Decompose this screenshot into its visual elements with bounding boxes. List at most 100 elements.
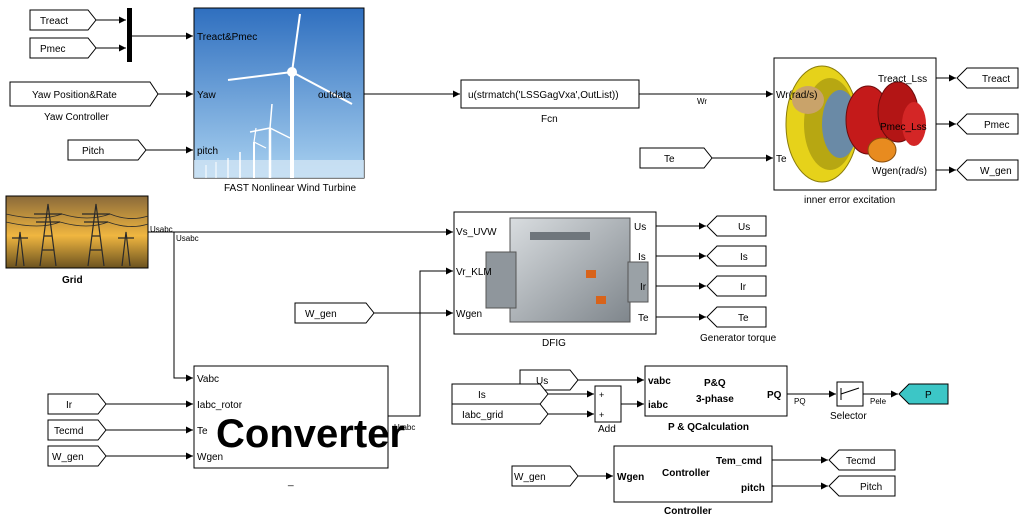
signal-wr: Wr	[697, 97, 707, 106]
inport-treact[interactable]: Treact	[29, 9, 97, 31]
svg-text:u(strmatch('LSSGagVxa',OutList: u(strmatch('LSSGagVxa',OutList))	[468, 90, 619, 101]
inport-is[interactable]: Is	[451, 383, 549, 405]
svg-text:Iabc_grid: Iabc_grid	[462, 410, 503, 421]
outport-te[interactable]: Te	[706, 306, 767, 328]
inport-iabc-grid[interactable]: Iabc_grid	[451, 403, 549, 425]
svg-text:Pmec_Lss: Pmec_Lss	[880, 122, 927, 133]
svg-text:Treact_Lss: Treact_Lss	[878, 74, 927, 85]
svg-text:W_gen: W_gen	[514, 472, 546, 483]
gearbox-block[interactable]: Wr(rad/s) Te Treact_Lss Pmec_Lss Wgen(ra…	[773, 57, 937, 191]
svg-text:Pitch: Pitch	[860, 482, 882, 493]
svg-text:Te: Te	[638, 313, 649, 324]
signal-usabc-2: Usabc	[176, 234, 199, 243]
svg-text:Treact&Pmec: Treact&Pmec	[197, 32, 257, 43]
gearbox-caption: inner error excitation	[804, 195, 895, 206]
inport-te[interactable]: Te	[639, 147, 713, 169]
svg-text:Us: Us	[738, 222, 750, 233]
dfig-block[interactable]: Vs_UVW Vr_KLM Wgen Us Is Ir Te	[453, 211, 657, 335]
svg-text:Iabc_rotor: Iabc_rotor	[197, 400, 243, 411]
svg-text:+: +	[599, 390, 604, 400]
svg-text:Controller: Controller	[662, 468, 710, 479]
svg-text:Yaw: Yaw	[197, 90, 216, 101]
svg-text:Treact: Treact	[40, 16, 68, 27]
grid-caption: Grid	[62, 275, 83, 286]
svg-text:pitch: pitch	[741, 483, 765, 494]
converter-caption: _	[287, 476, 294, 487]
outport-pitch[interactable]: Pitch	[828, 475, 896, 497]
inport-tecmd[interactable]: Tecmd	[47, 419, 107, 441]
wind-turbine-icon	[205, 13, 353, 178]
inport-pmec[interactable]: Pmec	[29, 37, 97, 59]
svg-text:W_gen: W_gen	[980, 166, 1012, 177]
selector-caption: Selector	[830, 411, 867, 422]
svg-text:Ir: Ir	[66, 400, 73, 411]
inport-w-gen-conv[interactable]: W_gen	[47, 445, 107, 467]
svg-text:W_gen: W_gen	[52, 452, 84, 463]
svg-text:Pmec: Pmec	[40, 44, 66, 55]
yaw-controller-block[interactable]: Yaw Position&Rate	[9, 81, 159, 107]
converter-title: Converter	[216, 412, 405, 456]
svg-text:Is: Is	[478, 390, 486, 401]
svg-text:Wr(rad/s): Wr(rad/s)	[776, 90, 817, 101]
inport-w-gen-dfig[interactable]: W_gen	[294, 302, 375, 324]
fast-caption: FAST Nonlinear Wind Turbine	[224, 183, 357, 194]
outport-us[interactable]: Us	[706, 215, 767, 237]
outport-is[interactable]: Is	[706, 245, 767, 267]
inport-w-gen-ctrl[interactable]: W_gen	[511, 465, 579, 487]
controller-caption: Controller	[664, 506, 712, 517]
signal-urabc: Urabc	[394, 423, 415, 432]
svg-text:Vabc: Vabc	[197, 374, 219, 385]
svg-text:pitch: pitch	[197, 146, 218, 157]
outport-p[interactable]: P	[898, 383, 949, 405]
fast-wind-turbine-block[interactable]: Treact&Pmec Yaw pitch outdata	[193, 7, 365, 179]
svg-text:outdata: outdata	[318, 90, 352, 101]
mux-bar[interactable]	[127, 8, 132, 62]
svg-text:PQ: PQ	[767, 390, 782, 401]
yaw-controller-caption: Yaw Controller	[44, 112, 110, 123]
pq-caption: P & QCalculation	[668, 422, 749, 433]
dfig-caption: DFIG	[542, 338, 566, 349]
signal-pq: PQ	[794, 397, 806, 406]
outport-ir[interactable]: Ir	[706, 275, 767, 297]
grid-block[interactable]	[5, 195, 149, 269]
outport-pmec[interactable]: Pmec	[956, 113, 1019, 135]
add-caption: Add	[598, 424, 616, 435]
svg-text:Te: Te	[738, 313, 749, 324]
svg-text:Te: Te	[197, 426, 208, 437]
svg-text:Tem_cmd: Tem_cmd	[716, 456, 762, 467]
svg-text:+: +	[599, 410, 604, 420]
svg-text:Vs_UVW: Vs_UVW	[456, 227, 497, 238]
inport-ir[interactable]: Ir	[47, 393, 107, 415]
svg-text:Tecmd: Tecmd	[54, 426, 83, 437]
svg-text:Is: Is	[638, 252, 646, 263]
inport-pitch[interactable]: Pitch	[67, 139, 147, 161]
pq-calculation-block[interactable]: vabc iabc P&Q 3-phase PQ	[644, 365, 788, 417]
svg-text:Yaw Position&Rate: Yaw Position&Rate	[32, 90, 117, 101]
fcn-block[interactable]: u(strmatch('LSSGagVxa',OutList))	[460, 79, 640, 109]
selector-block[interactable]	[836, 381, 864, 407]
svg-text:Te: Te	[664, 154, 675, 165]
svg-text:Pmec: Pmec	[984, 120, 1010, 131]
svg-text:iabc: iabc	[648, 400, 668, 411]
pylon-icon	[5, 203, 149, 267]
svg-text:vabc: vabc	[648, 376, 671, 387]
svg-text:Us: Us	[536, 376, 548, 387]
svg-text:W_gen: W_gen	[305, 309, 337, 320]
svg-text:P&Q: P&Q	[704, 378, 726, 389]
converter-block[interactable]: Vabc Iabc_rotor Te Wgen Converter	[193, 365, 405, 469]
svg-text:Pitch: Pitch	[82, 146, 104, 157]
outport-tecmd[interactable]: Tecmd	[828, 449, 896, 471]
generator-torque-caption: Generator torque	[700, 333, 777, 344]
svg-text:Us: Us	[634, 222, 646, 233]
svg-text:Wgen(rad/s): Wgen(rad/s)	[872, 166, 927, 177]
svg-text:Ir: Ir	[740, 282, 747, 293]
svg-text:Is: Is	[740, 252, 748, 263]
controller-block[interactable]: Wgen Controller Tem_cmd pitch	[613, 445, 773, 503]
fcn-caption: Fcn	[541, 114, 558, 125]
svg-text:Tecmd: Tecmd	[846, 456, 875, 467]
add-block[interactable]: + +	[594, 385, 622, 423]
outport-w-gen-top[interactable]: W_gen	[956, 159, 1019, 181]
outport-treact[interactable]: Treact	[956, 67, 1019, 89]
svg-text:Vr_KLM: Vr_KLM	[456, 267, 492, 278]
